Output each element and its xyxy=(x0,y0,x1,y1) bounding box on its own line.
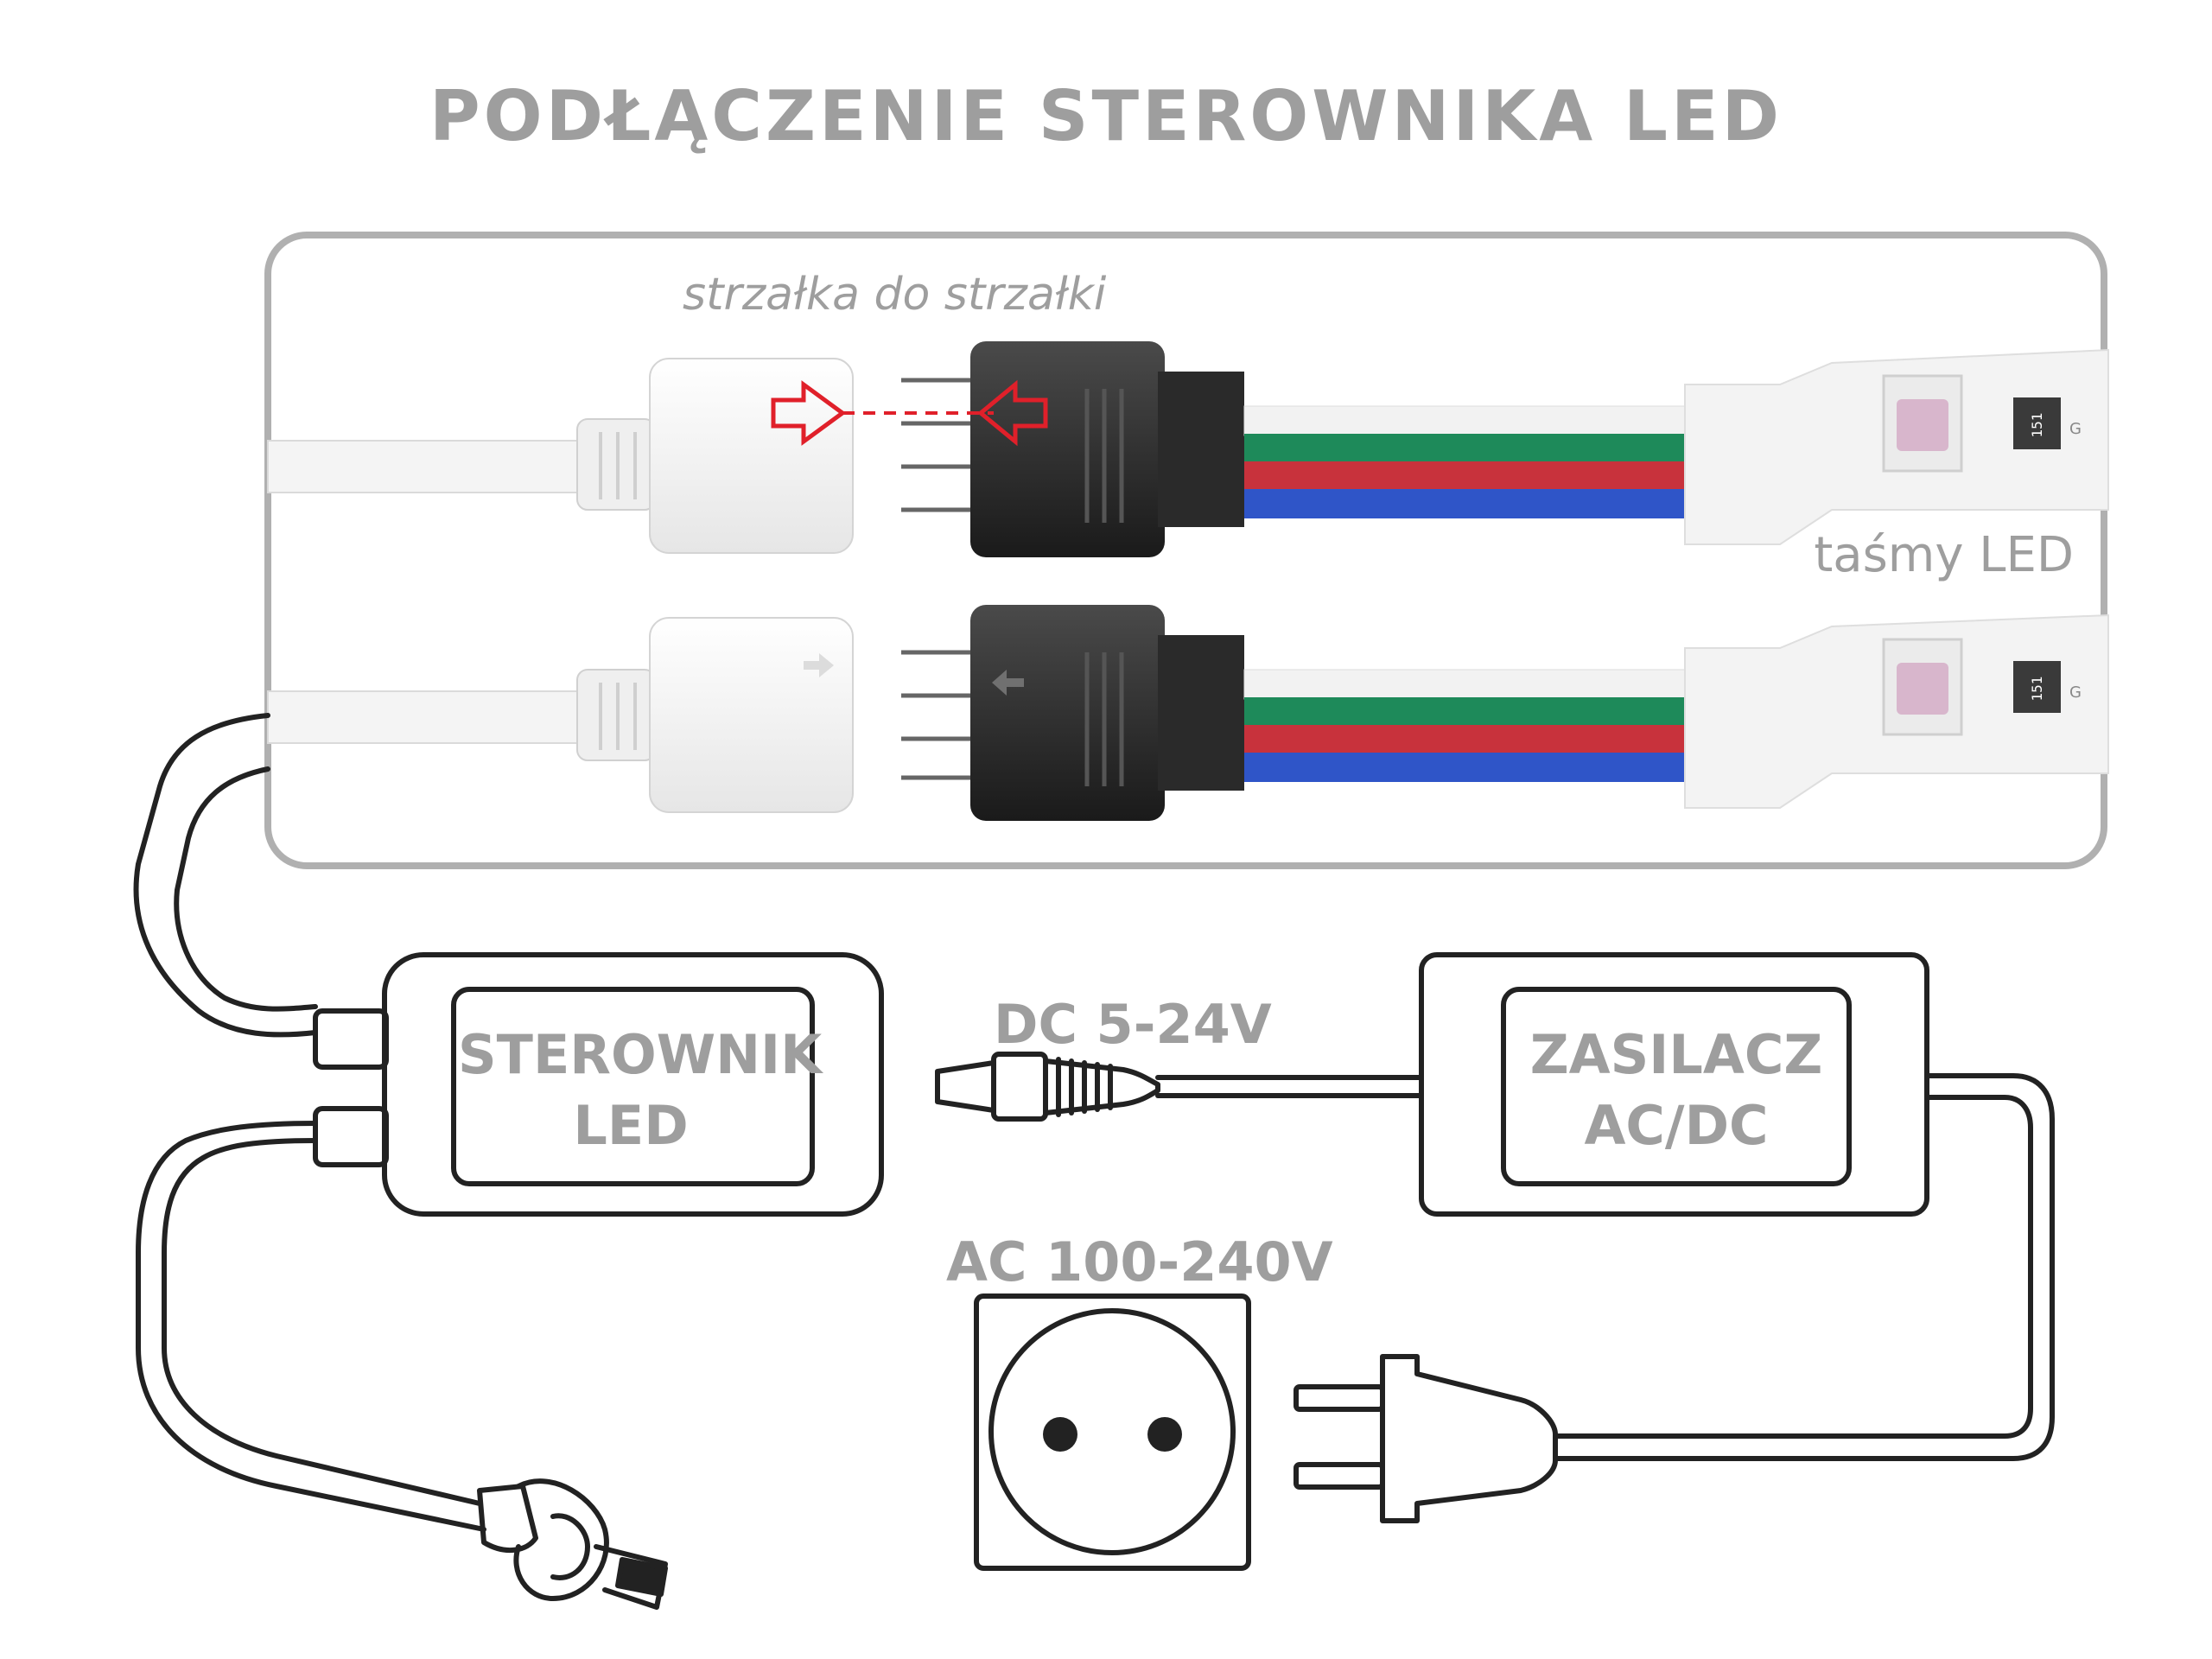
ir-cable xyxy=(136,1121,486,1532)
embossed-arrow-right-icon xyxy=(804,653,834,677)
psu-label-line1: ZASILACZ xyxy=(1529,1023,1823,1086)
output-cable xyxy=(133,713,318,1038)
ac-cable xyxy=(1553,1073,2055,1461)
psu-label-line2: AC/DC xyxy=(1584,1094,1769,1157)
wall-socket xyxy=(974,1294,1251,1571)
psu-box xyxy=(1419,952,1929,1217)
ac-plug-icon xyxy=(1294,1354,1558,1523)
chip-marking-bottom: 151 xyxy=(2029,677,2045,702)
chip-letter-bottom: G xyxy=(2069,683,2082,702)
red-arrow-markers xyxy=(771,379,1048,447)
controller-label-line1: STEROWNIK xyxy=(458,1023,823,1086)
ir-cable xyxy=(162,1138,482,1506)
ac-cable xyxy=(1553,1095,2033,1439)
controller-label-line2: LED xyxy=(573,1094,689,1157)
dc-plug-icon xyxy=(935,1052,1160,1122)
controller-inner-panel xyxy=(451,987,815,1186)
red-arrow-right-icon xyxy=(771,380,847,446)
connector-pair-bottom: 151 G xyxy=(267,605,2109,821)
controller-port xyxy=(313,1106,389,1167)
socket-hole-icon xyxy=(1147,1417,1182,1452)
psu-inner-panel xyxy=(1501,987,1852,1186)
wall-socket-face xyxy=(988,1308,1236,1555)
male-connector-black xyxy=(970,605,1165,821)
led-strip-label: taśmy LED xyxy=(1814,527,2074,583)
ir-receiver-icon xyxy=(477,1478,668,1610)
female-connector-white xyxy=(649,358,854,554)
chip-letter-top: G xyxy=(2069,420,2082,438)
ac-voltage-label: AC 100-240V xyxy=(946,1230,1333,1294)
psu-label: ZASILACZ AC/DC xyxy=(1503,1020,1849,1161)
connector-pair-top: 151 G xyxy=(267,341,2109,557)
page-title: PODŁĄCZENIE STEROWNIKA LED xyxy=(429,76,1783,156)
chip-marking-top: 151 xyxy=(2029,413,2045,438)
female-connector-white xyxy=(649,617,854,813)
controller-label: STEROWNIK LED xyxy=(458,1020,823,1161)
embossed-arrow-left-icon xyxy=(992,670,1024,696)
dc-voltage-label: DC 5-24V xyxy=(994,993,1272,1056)
output-cable xyxy=(174,766,318,1012)
red-arrow-left-icon xyxy=(977,379,1048,447)
arrow-to-arrow-note: strzałka do strzałki xyxy=(683,269,1107,321)
controller-box xyxy=(382,952,884,1217)
controller-port xyxy=(313,1008,389,1070)
socket-hole-icon xyxy=(1043,1417,1077,1452)
male-connector-black xyxy=(970,341,1165,557)
